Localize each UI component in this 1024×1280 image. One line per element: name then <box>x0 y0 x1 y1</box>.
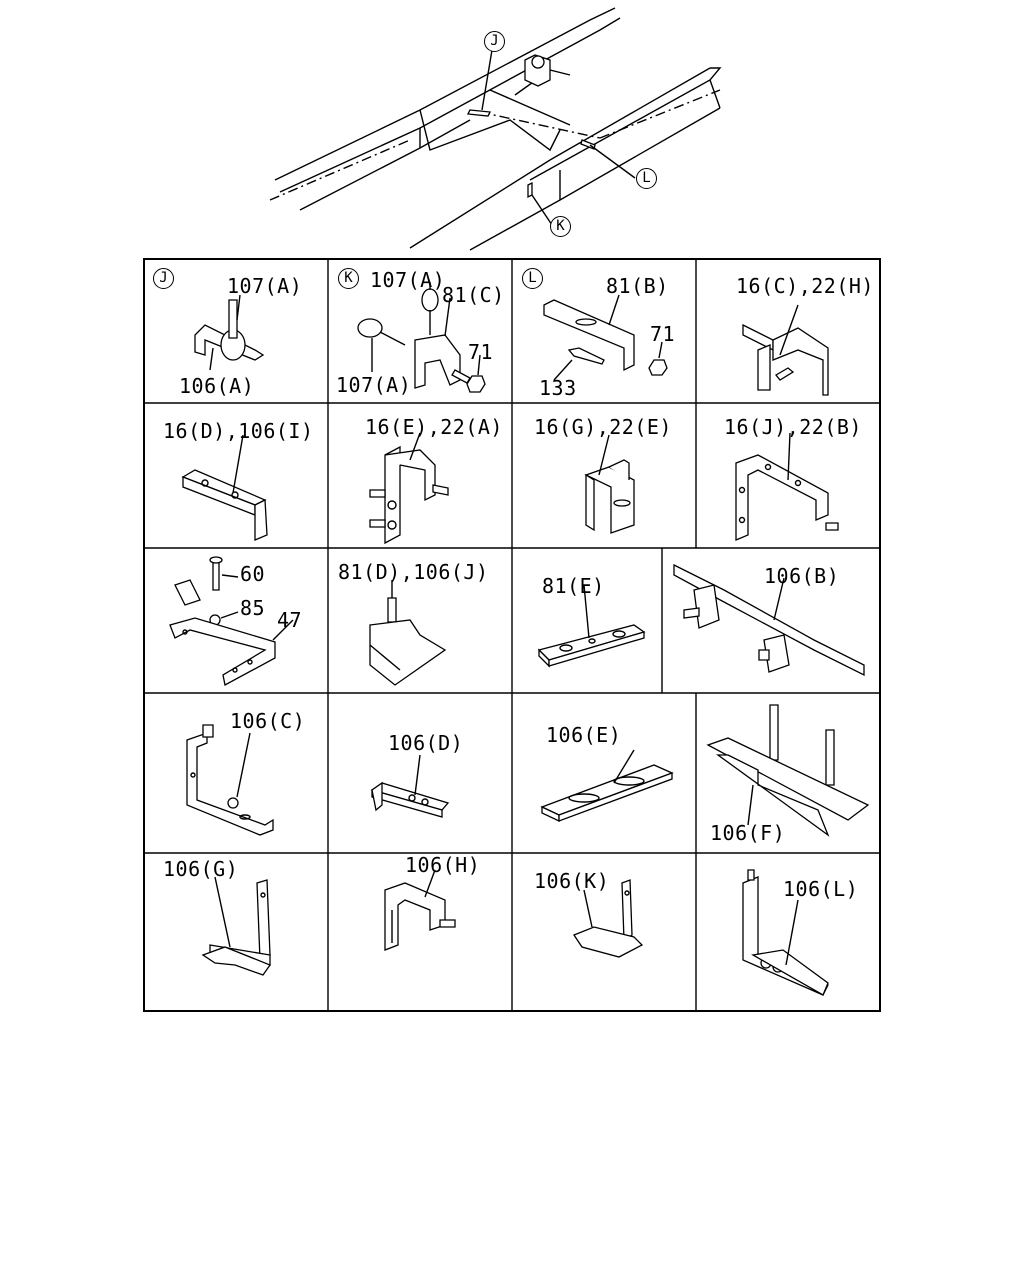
cell-106b: 106(B) <box>664 550 881 693</box>
part-label-16g-22e: 16(G),22(E) <box>534 415 672 439</box>
cell-callout-l: L <box>522 268 543 289</box>
cell-81d-106j: 81(D),106(J) <box>330 550 514 693</box>
bracket-16j-drawing <box>735 432 839 541</box>
bracket-16g-drawing <box>584 434 635 534</box>
cell-106l: 106(L) <box>698 855 881 1012</box>
bracket-106g-drawing <box>201 876 272 976</box>
chassis-frame-view: J L K <box>269 0 750 255</box>
cell-16g-22e: 16(G),22(E) <box>514 405 698 548</box>
part-label-71-l: 71 <box>650 322 676 346</box>
part-label-106h: 106(H) <box>405 853 481 877</box>
cell-81e: 81(E) <box>514 550 664 693</box>
cell-16e-22a: 16(E),22(A) <box>330 405 514 548</box>
bracket-81b-drawing <box>543 294 668 381</box>
cell-l: L 81(B) 71 133 <box>514 260 698 403</box>
cell-106d: 106(D) <box>330 695 514 853</box>
cell-106g: 106(G) <box>145 855 328 1012</box>
callout-k: K <box>550 216 571 237</box>
chassis-frame-drawing <box>269 7 722 251</box>
part-label-106c: 106(C) <box>230 709 306 733</box>
bracket-106c-drawing <box>186 724 274 836</box>
cell-16d-106i: 16(D),106(I) <box>145 405 328 548</box>
part-label-106e: 106(E) <box>546 723 622 747</box>
part-label-81e: 81(E) <box>542 574 605 598</box>
part-label-107a-top: 107(A) <box>370 268 446 292</box>
plate-106e-drawing <box>540 749 674 823</box>
cell-j: J 107(A) 106(A) <box>145 260 328 403</box>
part-label-81d-106j: 81(D),106(J) <box>338 560 489 584</box>
callout-l: L <box>636 168 657 189</box>
clip-bracket-81c-drawing <box>357 282 486 393</box>
cell-callout-k: K <box>338 268 359 289</box>
part-label-106f: 106(F) <box>710 821 786 845</box>
cell-k: K 107(A) 81(C) 71 107(A) <box>330 260 514 403</box>
plate-81e-drawing <box>537 584 646 668</box>
part-label-16j-22b: 16(J),22(B) <box>724 415 862 439</box>
part-label-60: 60 <box>240 562 266 586</box>
part-label-81b: 81(B) <box>606 274 669 298</box>
bracket-106h-drawing <box>384 869 456 951</box>
part-label-47: 47 <box>277 608 303 632</box>
part-label-107a-bottom: 107(A) <box>336 373 412 397</box>
part-label-107a: 107(A) <box>227 274 303 298</box>
part-label-71: 71 <box>468 340 494 364</box>
part-label-81c: 81(C) <box>442 283 505 307</box>
part-label-106g: 106(G) <box>163 857 239 881</box>
cell-106f: 106(F) <box>698 695 881 853</box>
part-label-16e-22a: 16(E),22(A) <box>365 415 503 439</box>
cell-callout-j: J <box>153 268 174 289</box>
bracket-16e-drawing <box>369 432 449 545</box>
callout-j: J <box>484 31 505 52</box>
cell-106e: 106(E) <box>514 695 698 853</box>
part-label-106b: 106(B) <box>764 564 840 588</box>
part-label-106k: 106(K) <box>534 869 610 893</box>
part-label-16c-22h: 16(C),22(H) <box>736 274 874 298</box>
part-label-85: 85 <box>240 596 266 620</box>
part-label-16d-106i: 16(D),106(I) <box>163 419 314 443</box>
bracket-47-drawing <box>169 556 294 686</box>
grid-lines <box>143 258 881 1012</box>
bracket-81d-drawing <box>369 580 447 686</box>
bracket-106b-drawing <box>673 563 865 677</box>
part-label-133: 133 <box>539 376 577 400</box>
cell-106h: 106(H) <box>330 855 514 1012</box>
bracket-107a-106a-drawing <box>194 294 265 371</box>
part-label-106a: 106(A) <box>179 374 255 398</box>
part-label-106l: 106(L) <box>783 877 859 901</box>
cell-106k: 106(K) <box>514 855 698 1012</box>
bracket-106f-drawing <box>706 704 870 837</box>
part-label-106d: 106(D) <box>388 731 464 755</box>
cell-106c: 106(C) <box>145 695 328 853</box>
parts-grid: J 107(A) 106(A) K 107(A) 81(C) 71 <box>143 258 881 1012</box>
bracket-106l-drawing <box>742 869 829 996</box>
bracket-16d-drawing <box>181 434 268 541</box>
cell-16c-22h: 16(C),22(H) <box>698 260 881 403</box>
bracket-106d-drawing <box>370 754 450 818</box>
bracket-106k-drawing <box>573 879 644 958</box>
bracket-16c-drawing <box>742 304 829 396</box>
cell-16j-22b: 16(J),22(B) <box>698 405 881 548</box>
cell-60-85-47: 60 85 47 <box>145 550 328 693</box>
